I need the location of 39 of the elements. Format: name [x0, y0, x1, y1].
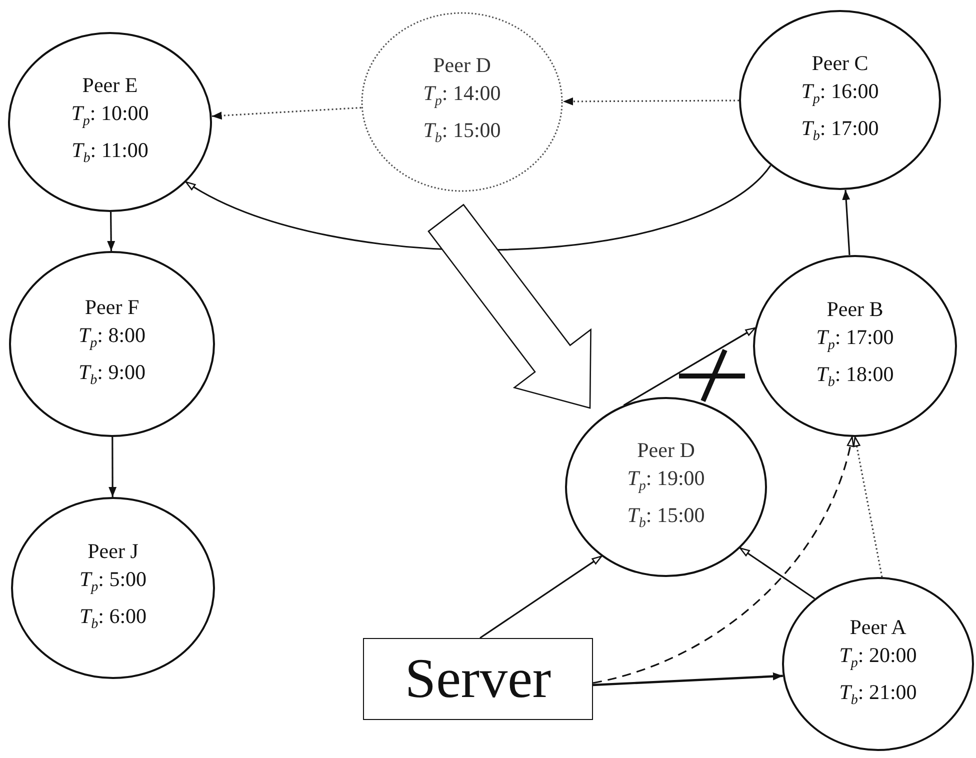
time-value: T$_{p}$: 5:00: [79, 566, 147, 597]
peer-name: Peer D: [433, 52, 491, 79]
arrow: [563, 97, 739, 106]
time-value: T$_{b}$: 11:00: [72, 137, 148, 168]
time-value: T$_{b}$: 18:00: [816, 361, 894, 392]
time-value: T$_{p}$: 17:00: [816, 324, 894, 355]
time-value: T$_{p}$: 14:00: [423, 80, 501, 111]
time-value: T$_{p}$: 16:00: [801, 78, 879, 109]
arrow: [592, 672, 783, 686]
server-box: [363, 638, 593, 720]
arrow: [592, 436, 854, 684]
peer-name: Peer A: [850, 614, 906, 641]
peer-name: Peer J: [88, 538, 138, 565]
peer-name: Peer C: [812, 50, 868, 77]
arrow: [107, 212, 116, 251]
arrow: [623, 327, 756, 406]
time-value: T$_{b}$: 6:00: [79, 603, 147, 634]
arrow: [185, 164, 772, 250]
time-value: T$_{b}$: 17:00: [801, 115, 879, 146]
peer-name: Peer B: [826, 296, 884, 323]
time-value: T$_{b}$: 9:00: [78, 359, 146, 390]
time-value: T$_{p}$: 20:00: [839, 642, 917, 673]
arrow: [842, 190, 850, 256]
time-value: T$_{b}$: 15:00: [627, 502, 705, 534]
peer-name: Peer F: [84, 294, 140, 321]
time-value: T$_{b}$: 15:00: [423, 117, 501, 148]
time-value: T$_{p}$: 19:00: [627, 464, 705, 496]
arrow: [108, 437, 117, 497]
arrow: [480, 556, 602, 639]
time-value: T$_{b}$: 21:00: [839, 679, 917, 710]
peer-name: Peer E: [82, 72, 138, 99]
time-value: T$_{p}$: 10:00: [71, 100, 149, 131]
arrow: [853, 436, 883, 578]
server-label: Server: [404, 649, 552, 709]
block-arrow: [428, 204, 592, 409]
time-value: T$_{p}$: 8:00: [78, 322, 146, 353]
peer-name: Peer D: [637, 436, 695, 464]
arrow: [740, 547, 816, 600]
arrow: [212, 106, 362, 120]
